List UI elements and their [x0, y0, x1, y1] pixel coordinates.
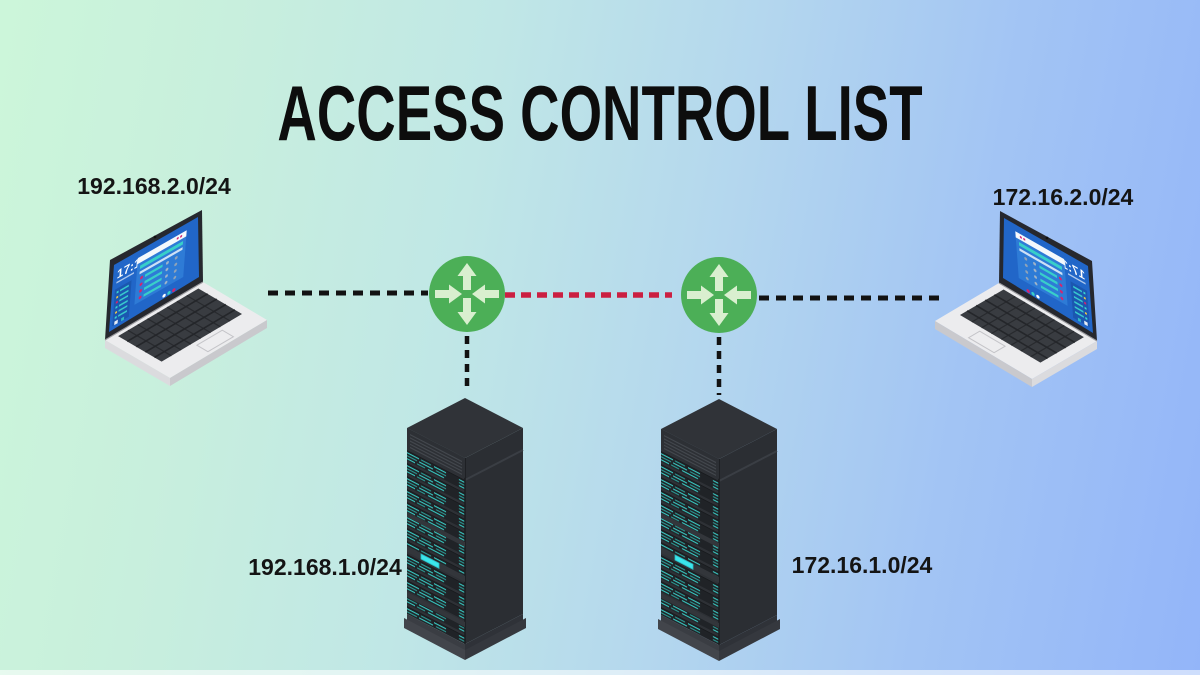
page-title: ACCESS CONTROL LIST: [277, 69, 923, 157]
bottom-edge-strip: [0, 670, 1200, 675]
label-laptop-left-subnet: 192.168.2.0/24: [77, 173, 231, 199]
server-right-icon: [657, 398, 781, 662]
laptop-left-icon: [104, 210, 268, 387]
router-right-icon: [681, 257, 757, 333]
server-left-icon: [403, 397, 527, 661]
label-laptop-right-subnet: 172.16.2.0/24: [992, 184, 1134, 210]
label-server-right-subnet: 172.16.1.0/24: [791, 552, 933, 578]
label-server-left-subnet: 192.168.1.0/24: [248, 554, 402, 580]
router-left-icon: [429, 256, 505, 332]
laptop-right-icon: [934, 211, 1098, 388]
